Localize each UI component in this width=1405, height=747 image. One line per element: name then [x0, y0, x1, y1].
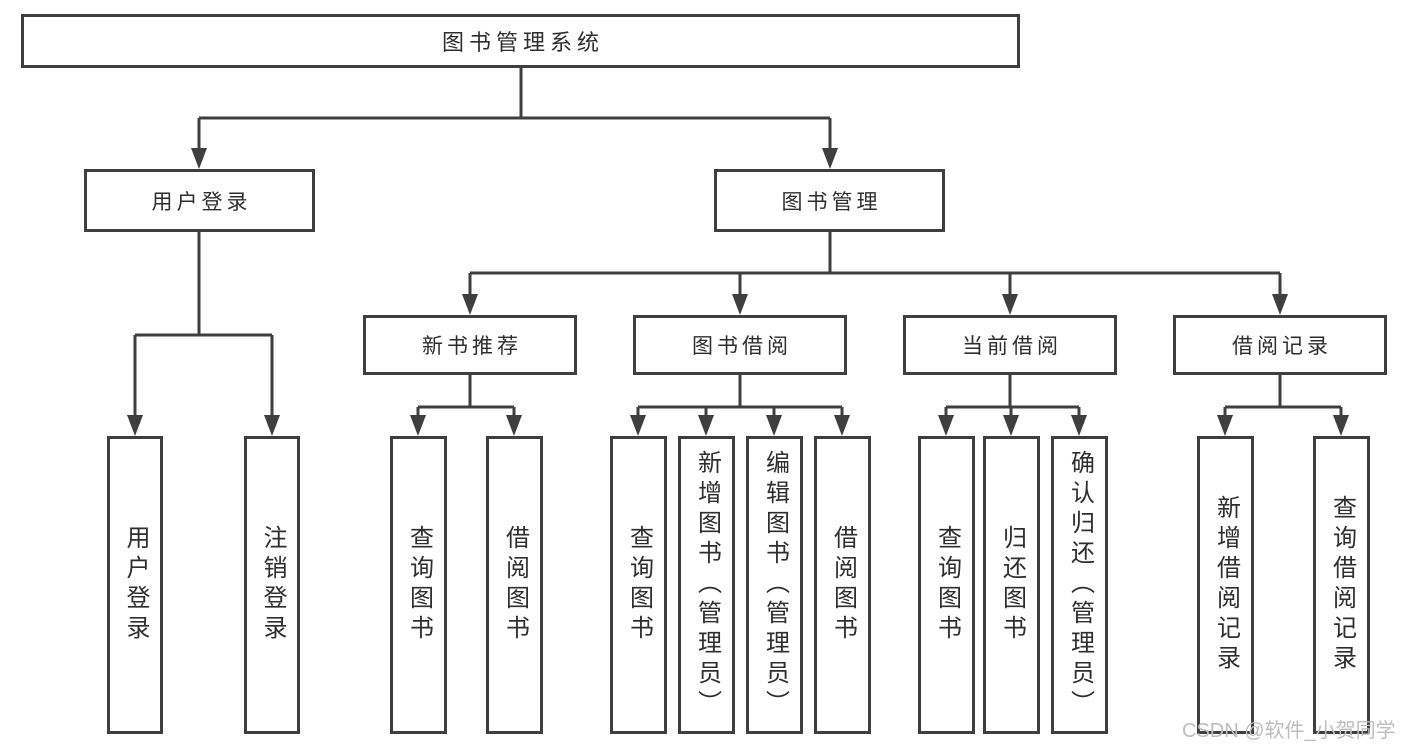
leaf-borrow-record-2-label: 查询借阅记录 [1328, 495, 1356, 675]
leaf-book-borrow-2-label: 新增图书（管理员） [693, 450, 721, 720]
connector-book-mgmt [468, 232, 1282, 295]
leaf-book-borrow-1-label: 查询图书 [625, 525, 653, 645]
leaf-new-book-rec-1-label: 查询图书 [405, 525, 433, 645]
node-book-mgmt: 图书管理 [714, 169, 945, 232]
leaf-book-borrow-4: 借阅图书 [814, 436, 871, 734]
leaf-current-borrow-3-label: 确认归还（管理员） [1066, 450, 1094, 720]
node-root-label: 图书管理系统 [441, 30, 604, 55]
connector-user-login [133, 232, 274, 416]
node-book-borrow: 图书借阅 [633, 315, 847, 375]
leaf-current-borrow-2-label: 归还图书 [998, 525, 1026, 645]
node-user-login-label: 用户登录 [151, 190, 252, 214]
node-book-borrow-label: 图书借阅 [692, 335, 792, 358]
node-book-mgmt-label: 图书管理 [781, 190, 882, 214]
leaf-borrow-record-1-label: 新增借阅记录 [1212, 495, 1240, 675]
node-current-borrow-label: 当前借阅 [962, 335, 1062, 358]
leaf-borrow-record-2: 查询借阅记录 [1313, 436, 1370, 734]
node-user-login: 用户登录 [84, 169, 315, 232]
leaf-current-borrow-1: 查询图书 [918, 436, 975, 734]
connector-new-book-rec [416, 375, 516, 416]
leaf-borrow-record-1: 新增借阅记录 [1197, 436, 1254, 734]
leaf-user-login-2: 注销登录 [244, 436, 300, 734]
leaf-book-borrow-2: 新增图书（管理员） [678, 436, 735, 734]
connector-root [197, 68, 832, 148]
node-new-book-rec-label: 新书推荐 [422, 335, 522, 358]
node-root: 图书管理系统 [21, 14, 1020, 68]
node-borrow-record-label: 借阅记录 [1232, 335, 1332, 358]
node-borrow-record: 借阅记录 [1173, 315, 1387, 375]
leaf-book-borrow-1: 查询图书 [610, 436, 667, 734]
leaf-current-borrow-1-label: 查询图书 [933, 525, 961, 645]
csdn-watermark: CSDN @软件_小贺同学 [1182, 720, 1396, 742]
leaf-user-login-1: 用户登录 [107, 436, 163, 734]
leaf-user-login-1-label: 用户登录 [122, 525, 149, 645]
leaf-book-borrow-4-label: 借阅图书 [829, 525, 857, 645]
leaf-book-borrow-3: 编辑图书（管理员） [746, 436, 803, 734]
connector-current-borrow [944, 375, 1081, 416]
leaf-new-book-rec-2-label: 借阅图书 [501, 525, 529, 645]
leaf-current-borrow-3: 确认归还（管理员） [1051, 436, 1108, 734]
leaf-new-book-rec-2: 借阅图书 [486, 436, 543, 734]
leaf-user-login-2-label: 注销登录 [259, 525, 286, 645]
leaf-new-book-rec-1: 查询图书 [390, 436, 447, 734]
node-new-book-rec: 新书推荐 [363, 315, 577, 375]
leaf-book-borrow-3-label: 编辑图书（管理员） [761, 450, 789, 720]
leaf-current-borrow-2: 归还图书 [983, 436, 1040, 734]
connector-book-borrow [636, 375, 844, 416]
connector-borrow-record [1223, 375, 1343, 416]
arrowheads [127, 148, 1349, 436]
node-current-borrow: 当前借阅 [903, 315, 1117, 375]
